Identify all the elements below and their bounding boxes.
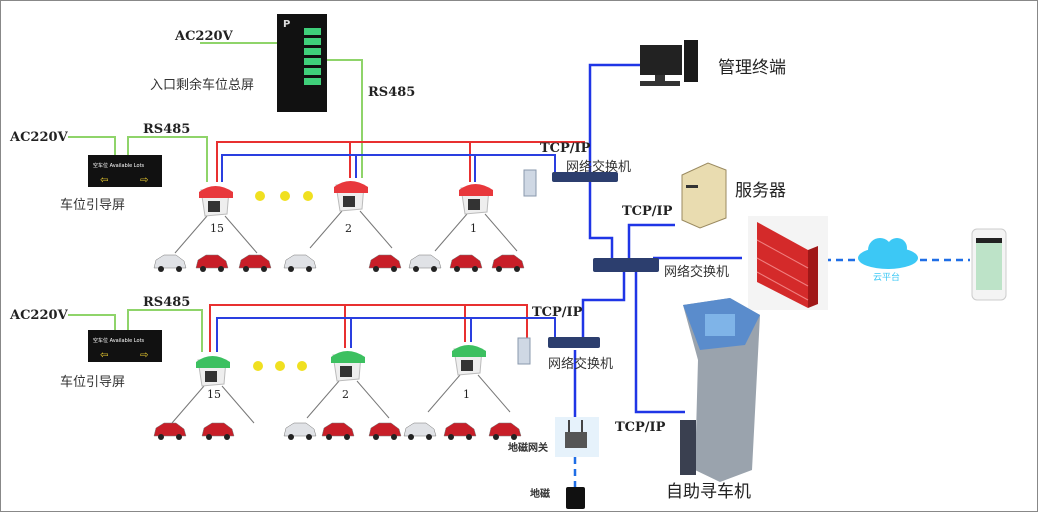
camera-icon [171, 356, 255, 424]
camera-number: 15 [210, 222, 224, 235]
wireless-links [573, 258, 970, 487]
geomag-label: 地磁 [530, 487, 550, 500]
camera-number: 15 [207, 388, 221, 401]
camera-icon [174, 186, 258, 254]
camera-icon [309, 181, 393, 249]
car-icon [283, 422, 317, 440]
arrow-right-icon: ⇨ [140, 350, 148, 361]
rs485-row1-label: RS485 [143, 122, 190, 137]
car-icon [368, 254, 402, 272]
camera-icon [427, 345, 511, 413]
controller-device [517, 169, 537, 365]
guide-board-2: 空车位 Available Lots ⇦ ⇨ [88, 330, 162, 362]
geomagnetic-sensor-icon [566, 487, 585, 509]
svg-text:空车位 Available Lots: 空车位 Available Lots [93, 162, 145, 169]
network-switches [548, 172, 659, 348]
arrow-left-icon: ⇦ [100, 175, 108, 186]
car-icon [238, 254, 272, 272]
arrow-right-icon: ⇨ [140, 175, 148, 186]
camera-icon [434, 184, 518, 252]
cloud-label: 云平台 [873, 271, 900, 283]
server-label: 服务器 [735, 181, 786, 201]
guide-screen-1-label: 车位引导屏 [60, 197, 125, 213]
switch-3-icon [548, 337, 600, 348]
switch-1-icon [552, 172, 618, 182]
bus-lines [209, 141, 585, 352]
car-icon [408, 254, 442, 272]
car-icon [283, 254, 317, 272]
ellipsis-dots [253, 191, 313, 371]
car-icon [488, 422, 522, 440]
parking-p-icon: P [283, 19, 290, 30]
cloud-icon [858, 238, 918, 269]
switch-1-label: 网络交换机 [566, 159, 631, 175]
car-icon [153, 254, 187, 272]
mobile-phone-icon [971, 228, 1007, 301]
management-terminal-icon [640, 40, 698, 86]
tcpip-4-label: TCP/IP [615, 420, 666, 435]
network-links [573, 63, 742, 420]
geomag-gateway-label: 地磁网关 [508, 441, 548, 454]
car-icon [368, 422, 402, 440]
server-icon [681, 162, 727, 229]
tcpip-1-label: TCP/IP [540, 141, 591, 156]
kiosk-label: 自助寻车机 [666, 482, 751, 502]
ac220v-top-label: AC220V [174, 29, 234, 44]
switch-3-label: 网络交换机 [548, 356, 613, 372]
rs485-row2-label: RS485 [143, 295, 190, 310]
total-screen-label: 入口剩余车位总屏 [150, 77, 254, 93]
camera-number: 2 [342, 388, 349, 401]
switch-2-label: 网络交换机 [664, 264, 729, 280]
ac220v-row1-label: AC220V [9, 130, 69, 145]
management-terminal-label: 管理终端 [718, 58, 786, 78]
car-icon [201, 422, 235, 440]
svg-text:空车位 Available Lots: 空车位 Available Lots [93, 337, 145, 344]
kiosk-icon [680, 298, 760, 482]
guide-board-1: 空车位 Available Lots ⇦ ⇨ [88, 155, 162, 187]
tcpip-2-label: TCP/IP [622, 204, 673, 219]
cars [153, 254, 525, 440]
cameras: 15 2 1 15 2 1 [171, 181, 518, 424]
car-icon [491, 254, 525, 272]
geomagnetic-gateway-icon [555, 417, 599, 457]
arrow-left-icon: ⇦ [100, 350, 108, 361]
camera-number: 2 [345, 222, 352, 235]
car-icon [153, 422, 187, 440]
switch-2-icon [593, 258, 659, 272]
ac220v-row2-label: AC220V [9, 308, 69, 323]
car-icon [449, 254, 483, 272]
firewall-icon [748, 216, 828, 310]
camera-number: 1 [463, 388, 470, 401]
car-icon [443, 422, 477, 440]
guide-screen-2-label: 车位引导屏 [60, 374, 125, 390]
camera-icon [306, 351, 390, 419]
rs485-top-label: RS485 [368, 85, 415, 100]
car-icon [321, 422, 355, 440]
rs485-power-lines [68, 42, 363, 352]
car-icon [195, 254, 229, 272]
car-icon [403, 422, 437, 440]
tcpip-3-label: TCP/IP [532, 305, 583, 320]
camera-number: 1 [470, 222, 477, 235]
entrance-total-screen: P [277, 14, 327, 112]
